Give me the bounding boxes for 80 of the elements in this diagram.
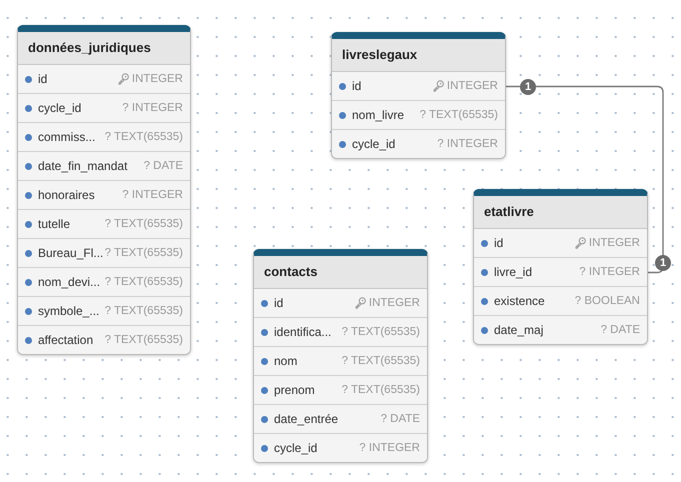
column-type: ? TEXT(65535)	[420, 108, 498, 123]
table-row	[18, 181, 190, 210]
column-type: ? BOOLEAN	[574, 294, 640, 309]
column-type: ? TEXT(65535)	[104, 217, 183, 232]
column-name: nom_livre	[352, 108, 404, 123]
table-row	[18, 210, 190, 239]
column-name: prenom	[274, 383, 315, 398]
column-type: INTEGER	[132, 72, 183, 87]
column-type: INTEGER	[368, 296, 420, 311]
column-name: date_fin_mandat	[38, 159, 128, 174]
table-row	[18, 152, 190, 181]
column-name: Bureau_Fl...	[38, 246, 104, 261]
table-row	[18, 123, 190, 152]
table-row	[474, 258, 647, 287]
column-name: id	[494, 236, 504, 251]
column-name: date_entrée	[274, 412, 338, 427]
column-name: id	[352, 79, 362, 94]
column-type: ? TEXT(65535)	[104, 275, 183, 290]
table-card	[473, 189, 648, 345]
cardinality-badge: 1	[520, 78, 536, 94]
table-row	[18, 326, 190, 354]
table-row	[474, 316, 647, 344]
column-type: INTEGER	[446, 79, 498, 94]
column-name: existence	[494, 294, 545, 309]
table-title: contacts	[254, 256, 427, 289]
table-row	[332, 72, 505, 101]
column-type: ? DATE	[380, 412, 420, 427]
column-name: nom_devi...	[38, 275, 100, 290]
column-type: ? DATE	[144, 159, 183, 174]
table-row	[254, 405, 427, 434]
column-name: identifica...	[274, 325, 332, 340]
table-row	[254, 289, 427, 318]
column-name: livre_id	[494, 265, 532, 280]
table-row	[18, 65, 190, 94]
column-type: ? INTEGER	[437, 137, 498, 152]
relationship-line	[505, 86, 664, 274]
table-row	[332, 130, 505, 158]
cardinality-badge: 1	[655, 254, 671, 270]
column-name: affectation	[38, 333, 94, 348]
table-row	[254, 347, 427, 376]
column-name: tutelle	[38, 217, 70, 232]
column-type: ? DATE	[600, 323, 640, 338]
table-row	[474, 229, 647, 258]
column-name: date_maj	[494, 323, 544, 338]
column-type: ? INTEGER	[122, 188, 183, 203]
column-type: ? TEXT(65535)	[104, 246, 183, 261]
column-type: INTEGER	[588, 236, 640, 251]
column-type: ? TEXT(65535)	[104, 130, 183, 145]
column-name: cycle_id	[274, 441, 318, 456]
table-row	[18, 268, 190, 297]
table-title: etatlivre	[474, 196, 647, 229]
column-name: symbole_...	[38, 304, 100, 319]
table-row	[254, 376, 427, 405]
column-name: honoraires	[38, 188, 95, 203]
table-card	[17, 25, 191, 355]
column-name: id	[38, 72, 48, 87]
column-name: cycle_id	[38, 101, 82, 116]
column-name: cycle_id	[352, 137, 396, 152]
table-row	[254, 434, 427, 462]
column-type: ? TEXT(65535)	[342, 325, 420, 340]
table-title: livreslegaux	[332, 39, 505, 72]
column-name: id	[274, 296, 284, 311]
table-row	[18, 297, 190, 326]
column-type: ? TEXT(65535)	[104, 333, 183, 348]
table-row	[254, 318, 427, 347]
table-row	[332, 101, 505, 130]
column-type: ? INTEGER	[579, 265, 640, 280]
table-title: données_juridiques	[18, 32, 190, 65]
column-type: ? INTEGER	[359, 441, 420, 456]
table-row	[18, 94, 190, 123]
table-card	[331, 32, 506, 159]
column-type: ? TEXT(65535)	[342, 383, 420, 398]
table-card	[253, 249, 428, 463]
column-type: ? TEXT(65535)	[342, 354, 420, 369]
table-row	[18, 239, 190, 268]
column-name: commiss...	[38, 130, 96, 145]
column-name: nom	[274, 354, 298, 369]
column-type: ? TEXT(65535)	[104, 304, 183, 319]
column-type: ? INTEGER	[122, 101, 183, 116]
table-row	[474, 287, 647, 316]
